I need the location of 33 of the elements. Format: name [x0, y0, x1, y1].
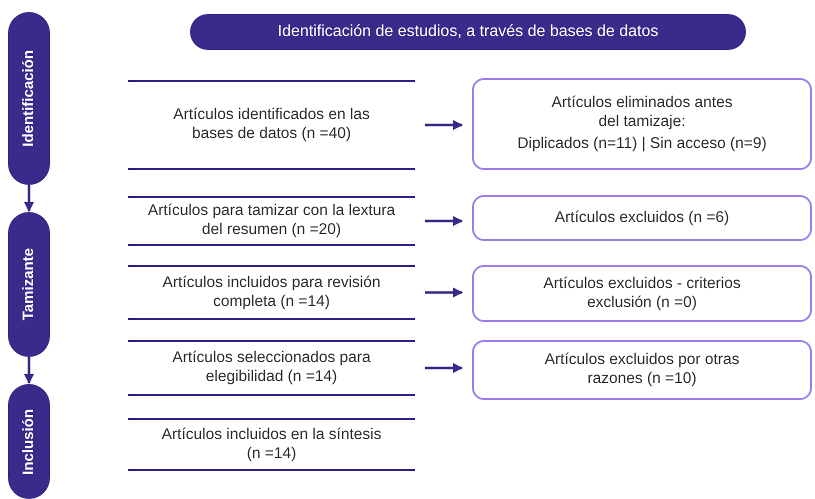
arrow — [425, 216, 463, 226]
exclusion-box — [472, 265, 812, 322]
process-box — [128, 418, 415, 471]
arrow — [425, 288, 463, 298]
box-text: Diplicados (n=11) | Sin acceso (n=9) — [517, 135, 767, 154]
box-text: Artículos seleccionados para elegibilidad (n =14) — [171, 349, 372, 387]
box-text: Identificación de estudios, a través de bases de datos — [278, 22, 658, 42]
box-text: Artículos identificados en las bases de datos (n =40) — [172, 106, 371, 144]
process-box — [128, 340, 415, 396]
stage-label — [8, 12, 50, 185]
box-text: Artículos incluidos en la síntesis (n =14) — [162, 426, 382, 464]
box-text: Artículos incluidos para revisión completa (n =14) — [162, 274, 382, 312]
process-box — [128, 265, 415, 320]
stage-label — [8, 212, 50, 357]
arrow — [425, 363, 463, 373]
stage-text: Tamizante — [20, 248, 38, 321]
process-box — [128, 196, 415, 246]
header-banner — [190, 14, 746, 50]
box-text: Artículos excluidos - criterios exclusión (n =0) — [542, 274, 742, 312]
box-text: Artículos para tamizar con la lextura del resumen (n =20) — [146, 202, 396, 240]
arrow — [24, 185, 34, 212]
box-text: Artículos excluidos por otras razones (n =10) — [544, 351, 740, 389]
exclusion-box — [472, 195, 812, 241]
arrow — [425, 120, 463, 130]
stage-label — [8, 384, 50, 499]
process-box — [128, 80, 415, 170]
arrow — [24, 357, 34, 384]
box-text: Artículos excluidos (n =6) — [554, 208, 730, 228]
box-text: Artículos eliminados antes del tamizaje: — [550, 94, 734, 132]
exclusion-box — [472, 340, 812, 400]
stage-text: Identificación — [20, 50, 38, 147]
stage-text: Inclusión — [20, 408, 38, 474]
exclusion-box — [472, 78, 812, 170]
